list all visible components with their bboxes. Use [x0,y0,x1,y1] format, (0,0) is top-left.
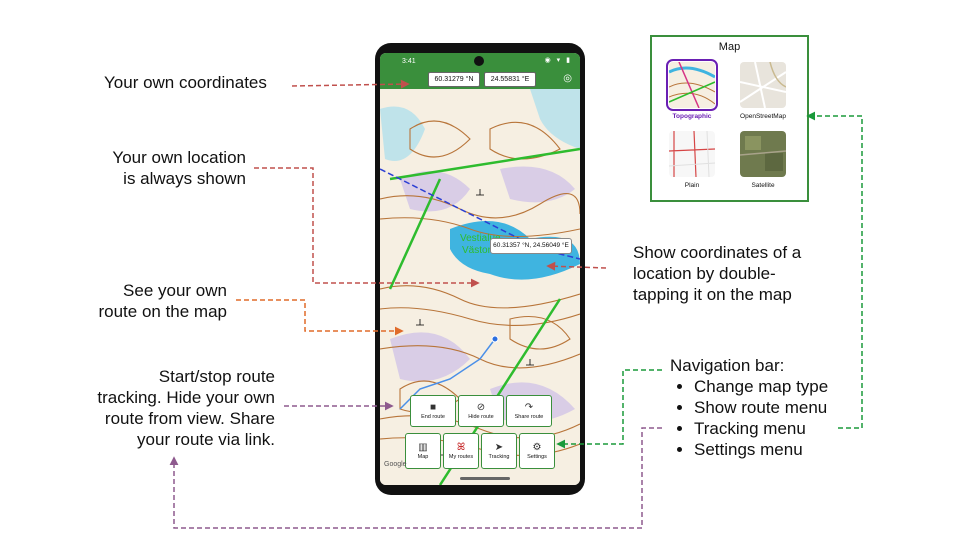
topographic-label: Topographic [672,113,712,120]
callout-own-location: Your own location is always shown [94,147,246,189]
callout-bullet: Tracking menu [694,418,834,439]
nav-settings-button[interactable]: ⚙ Settings [519,433,555,469]
end-route-label: End route [421,414,445,420]
map-attribution: Google [384,461,407,468]
callout-title: Navigation bar: [670,356,785,375]
map-vegetation [390,332,470,382]
callout-line: tapping it on the map [633,285,792,304]
callout-line: is always shown [123,169,246,188]
share-route-label: Share route [514,414,544,420]
satellite-label: Satellite [751,182,775,189]
nav-tracking-label: Tracking [488,454,510,460]
callout-line: route on the map [98,302,227,321]
arrow-route-menu [169,427,662,529]
nav-tracking-button[interactable]: ➤ Tracking [481,433,517,469]
callout-line: route from view. Share [104,409,275,428]
nav-map-button[interactable]: ▥ Map [405,433,441,469]
hide-route-button[interactable]: ⊘ Hide route [458,395,504,427]
arrow-route [236,299,404,336]
user-location-marker [491,335,499,343]
callout-own-coordinates: Your own coordinates [104,73,267,92]
share-route-button[interactable]: ↷ Share route [506,395,552,427]
nav-my-routes-button[interactable]: ꕤ My routes [443,433,479,469]
gear-icon: ⚙ [532,442,542,453]
arrow-location [254,167,480,288]
route-menu: ■ End route ⊘ Hide route ↷ Share route [410,395,552,427]
callout-bullet: Show route menu [694,397,834,418]
latitude-display: 60.31279 °N [428,72,480,87]
map-icon: ▥ [418,442,428,453]
nav-settings-label: Settings [527,454,547,460]
navigation-bar: ▥ Map ꕤ My routes ➤ Tracking ⚙ Settings [405,433,555,469]
satellite-tile[interactable] [740,131,786,177]
callout-bullet: Settings menu [694,439,834,460]
map-type-panel: Map Topographic OpenStreetMap Plain Sate… [650,35,809,202]
callout-line: location by double- [633,264,776,283]
topographic-tile[interactable] [666,59,718,111]
status-time: 3:41 [402,57,416,65]
longitude-display: 24.55831 °E [484,72,536,87]
callout-line: your route via link. [137,430,275,449]
gesture-bar [460,477,510,480]
callout-navigation-bar: Navigation bar: Change map type Show rou… [670,355,834,460]
eye-off-icon: ⊘ [476,402,486,413]
navigation-arrow-icon: ➤ [494,442,504,453]
end-route-button[interactable]: ■ End route [410,395,456,427]
map-boundary-line [380,168,580,260]
openstreetmap-tile[interactable] [740,62,786,108]
locate-icon[interactable]: ◎ [563,73,572,84]
callout-double-tap: Show coordinates of a location by double… [633,242,801,305]
callout-bullet: Change map type [694,376,834,397]
map-vegetation [500,166,575,203]
callout-route-tracking: Start/stop route tracking. Hide your own… [70,366,275,450]
openstreetmap-label: OpenStreetMap [740,113,786,120]
callout-own-route: See your own route on the map [80,280,227,322]
arrow-navigation-bar [556,369,662,449]
callout-line: See your own [123,281,227,300]
arrow-double-tap [546,261,607,271]
status-bar: 3:41 ◉ ▾ ▮ [380,53,580,69]
callout-line: Start/stop route [158,367,275,386]
stop-icon: ■ [429,402,437,413]
tapped-coordinates-popup: 60.31357 °N, 24.56049 °E [490,238,572,254]
callout-line: Show coordinates of a [633,243,802,262]
plain-tile[interactable] [669,131,715,177]
camera-icon [474,56,484,66]
phone-frame: 3:41 ◉ ▾ ▮ 60.31279 °N 24.55831 °E ◎ [375,43,585,495]
map-type-title: Map [718,41,741,53]
coordinate-bar: 60.31279 °N 24.55831 °E ◎ [380,69,580,89]
arrow-map-type [806,111,863,429]
share-icon: ↷ [524,402,534,413]
nav-map-label: Map [417,454,429,460]
callout-line: tracking. Hide your own [97,388,275,407]
map-marsh [380,106,425,161]
map-marsh [530,89,580,149]
nav-my-routes-label: My routes [448,454,474,460]
callout-line: Your own location [112,148,246,167]
status-icons: ◉ ▾ ▮ [544,57,572,64]
map-label: Vestialue [460,233,501,244]
arrow-coordinates [291,79,410,89]
hide-route-label: Hide route [468,414,494,420]
plain-label: Plain [684,182,700,189]
route-icon: ꕤ [456,442,466,453]
phone-screen: 3:41 ◉ ▾ ▮ 60.31279 °N 24.55831 °E ◎ [380,53,580,485]
